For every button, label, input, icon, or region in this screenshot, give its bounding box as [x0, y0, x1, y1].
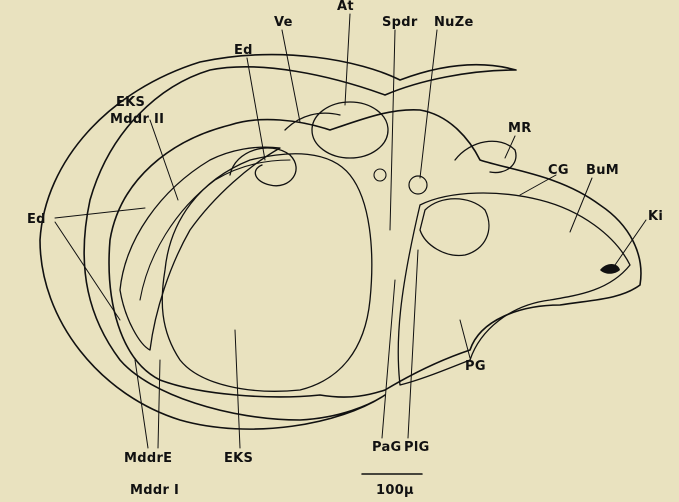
kidney-mark: [600, 264, 620, 274]
foot-region: [398, 193, 630, 385]
label-mddr-i: Mddr I: [130, 484, 179, 497]
label-at: At: [337, 0, 354, 13]
label-ed-top: Ed: [234, 44, 253, 57]
yolk-sac: [162, 154, 372, 391]
label-pg: PG: [465, 360, 486, 373]
label-mddr-e: MddrE: [124, 452, 172, 465]
label-nuze: NuZe: [434, 16, 474, 29]
label-ed-left: Ed: [27, 213, 46, 226]
label-bum: BuM: [586, 164, 619, 177]
label-eks-top: EKS: [116, 96, 145, 109]
midgut-gland-inner: [140, 160, 290, 300]
label-eks-bottom: EKS: [224, 452, 253, 465]
label-ve: Ve: [274, 16, 293, 29]
scale-bar-label: 100µ: [376, 484, 414, 497]
label-mddr-ii: Mddr II: [110, 113, 164, 126]
label-spdr: Spdr: [382, 16, 418, 29]
leader-lines: [55, 14, 646, 448]
label-cg: CG: [548, 164, 569, 177]
midgut-gland-band: [120, 147, 280, 350]
atrium: [312, 102, 388, 158]
inner-body-outline: [109, 110, 641, 397]
small-vesicle: [374, 169, 386, 181]
outer-membrane: [40, 55, 516, 429]
label-plg: PlG: [404, 441, 430, 454]
statocyst: [409, 176, 427, 194]
label-pag: PaG: [372, 441, 402, 454]
label-mr: MR: [508, 122, 532, 135]
cerebral-ganglion: [420, 199, 489, 256]
label-ki: Ki: [648, 210, 663, 223]
